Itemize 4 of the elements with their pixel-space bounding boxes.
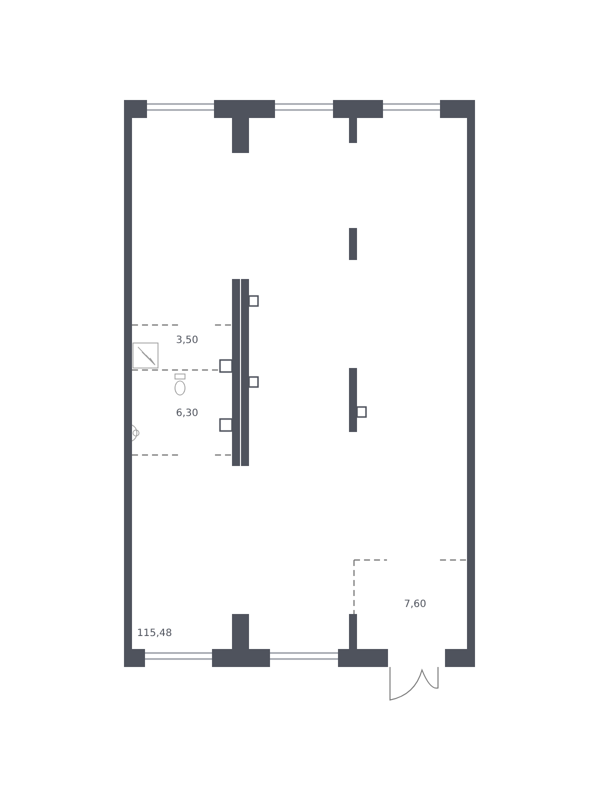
area-label: 6,30 [176, 407, 198, 421]
area-label: 7,60 [404, 598, 426, 612]
area-label: 3,50 [176, 334, 198, 348]
area-label: 115,48 [137, 627, 172, 641]
